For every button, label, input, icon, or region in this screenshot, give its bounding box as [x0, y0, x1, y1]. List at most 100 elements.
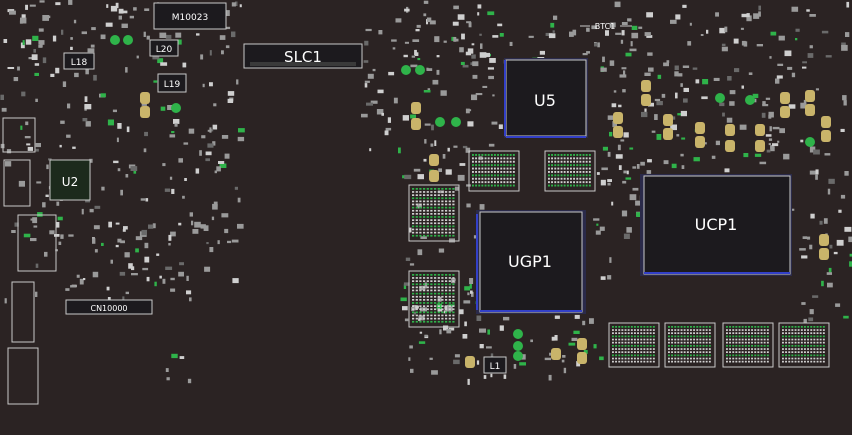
- component-l18[interactable]: L18: [63, 52, 95, 70]
- smd-part: [821, 30, 829, 34]
- smd-part: [186, 275, 189, 281]
- smd-part: [554, 335, 558, 341]
- through-hole-pad: [780, 106, 790, 118]
- smd-part: [118, 8, 124, 14]
- smd-part: [734, 68, 740, 73]
- smd-part: [424, 123, 431, 126]
- smd-part: [625, 52, 632, 57]
- component-l19[interactable]: L19: [157, 73, 187, 93]
- smd-part: [815, 169, 819, 175]
- smd-part: [467, 48, 474, 54]
- through-hole-pad: [755, 140, 765, 152]
- smd-part: [430, 143, 434, 147]
- smd-part: [828, 267, 832, 273]
- smd-part: [569, 31, 574, 37]
- smd-part: [391, 39, 397, 42]
- smd-part: [617, 144, 621, 151]
- smd-part: [162, 278, 166, 284]
- smd-part: [221, 50, 224, 55]
- smd-part: [788, 104, 796, 109]
- smd-part: [409, 263, 415, 266]
- smd-part: [582, 320, 586, 326]
- smd-part: [778, 35, 785, 41]
- smd-part: [20, 42, 25, 49]
- smd-part: [627, 18, 632, 22]
- smd-part: [740, 27, 744, 30]
- smd-part: [775, 78, 780, 84]
- smd-part: [838, 209, 842, 213]
- smd-part: [459, 309, 464, 315]
- smd-part: [803, 318, 807, 324]
- pad-grid: [722, 322, 774, 368]
- smd-part: [647, 52, 653, 56]
- smd-part: [55, 67, 60, 74]
- smd-part: [795, 28, 800, 32]
- via: [805, 137, 815, 147]
- through-hole-pad: [755, 124, 765, 136]
- smd-part: [412, 39, 420, 42]
- smd-part: [411, 55, 416, 58]
- smd-part: [141, 229, 147, 236]
- smd-part: [739, 124, 747, 130]
- through-hole-pad: [429, 154, 439, 166]
- smd-part: [100, 93, 106, 98]
- smd-part: [677, 73, 683, 77]
- smd-part: [115, 244, 119, 248]
- component-m10023[interactable]: M10023: [153, 2, 227, 30]
- via: [415, 65, 425, 75]
- smd-part: [196, 33, 200, 36]
- component-l20[interactable]: L20: [149, 39, 179, 57]
- smd-part: [85, 69, 89, 75]
- smd-part: [100, 34, 106, 40]
- smd-part: [135, 236, 143, 241]
- smd-part: [165, 34, 172, 39]
- smd-part: [378, 30, 383, 35]
- smd-part: [562, 355, 566, 358]
- smd-part: [776, 75, 783, 79]
- component-u5[interactable]: U5: [504, 58, 588, 138]
- smd-part: [715, 140, 720, 146]
- smd-part: [115, 2, 119, 9]
- smd-part: [57, 216, 63, 221]
- smd-part: [35, 263, 39, 268]
- through-hole-pad: [411, 118, 421, 130]
- smd-part: [118, 15, 122, 20]
- smd-part: [81, 31, 87, 35]
- smd-part: [615, 154, 623, 159]
- component-ucp1[interactable]: UCP1: [640, 174, 792, 276]
- smd-part: [45, 194, 49, 197]
- smd-part: [25, 121, 29, 126]
- component-cn10000[interactable]: CN10000: [65, 299, 153, 315]
- smd-part: [207, 143, 214, 148]
- component-btc1[interactable]: BTC1: [580, 22, 632, 31]
- through-hole-pad: [819, 248, 829, 260]
- smd-part: [416, 24, 421, 28]
- smd-part: [144, 131, 148, 137]
- smd-part: [157, 58, 164, 64]
- smd-part: [9, 10, 16, 15]
- smd-part: [364, 80, 370, 83]
- smd-part: [466, 21, 472, 24]
- smd-part: [748, 72, 753, 75]
- component-u2[interactable]: U2: [49, 159, 91, 201]
- component-ugp1[interactable]: UGP1: [476, 210, 586, 314]
- smd-part: [152, 223, 156, 229]
- smd-part: [58, 241, 62, 245]
- smd-part: [418, 318, 421, 321]
- smd-part: [225, 45, 230, 49]
- pad-grid: [608, 322, 660, 368]
- smd-part: [843, 315, 849, 319]
- smd-part: [462, 334, 468, 339]
- via: [401, 65, 411, 75]
- label-slc1: SLC1: [284, 48, 322, 66]
- smd-part: [454, 354, 460, 358]
- smd-part: [666, 60, 670, 63]
- smd-part: [22, 40, 25, 46]
- smd-part: [488, 143, 495, 147]
- smd-part: [499, 33, 504, 37]
- smd-part: [808, 317, 814, 322]
- component-slc1[interactable]: SLC1: [243, 43, 363, 69]
- component-l1[interactable]: L1: [483, 356, 507, 374]
- smd-part: [112, 109, 117, 113]
- through-hole-pad: [465, 356, 475, 368]
